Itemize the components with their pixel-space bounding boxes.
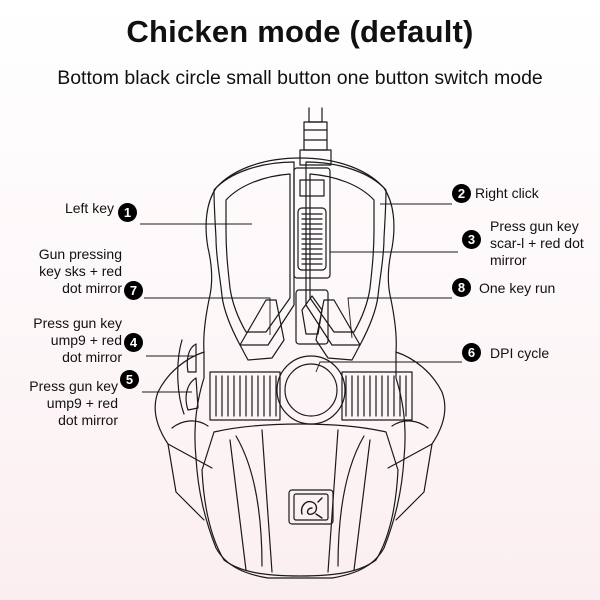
callout-badge-6: 6 — [462, 343, 481, 362]
leader-line-6 — [315, 361, 462, 373]
left-button-panel — [213, 161, 295, 346]
callout-badge-7: 7 — [124, 281, 143, 300]
callout-label-3: Press gun key scar-l + red dot mirror — [490, 218, 584, 268]
side-button-4 — [186, 343, 197, 373]
callout-badge-4: 4 — [124, 333, 143, 352]
leader-line-7 — [144, 297, 271, 335]
right-button-panel — [305, 161, 387, 346]
button-7 — [239, 299, 285, 361]
callout-label-4: Press gun key ump9 + red dot mirror — [33, 315, 122, 365]
mouse-body-outline — [194, 157, 406, 579]
callout-badge-2: 2 — [452, 184, 471, 203]
dragon-logo-icon — [288, 489, 334, 525]
callout-badge-5: 5 — [120, 370, 139, 389]
leader-line-8 — [347, 297, 452, 339]
callout-badge-1: 1 — [118, 203, 137, 222]
callout-label-6: DPI cycle — [490, 345, 550, 361]
dpi-button — [295, 289, 329, 345]
callout-label-1: Left key — [64, 200, 114, 216]
mouse-cable — [299, 107, 332, 166]
callout-badge-8: 8 — [452, 278, 471, 297]
callout-label-7: Gun pressing key sks + red dot mirror — [38, 246, 122, 296]
diagram-subtitle: Bottom black circle small button one but… — [57, 67, 543, 89]
right-wing — [387, 351, 446, 469]
side-button-5 — [185, 377, 199, 411]
callout-badge-3: 3 — [462, 230, 481, 249]
diagram-title: Chicken mode (default) — [126, 14, 474, 49]
callout-label-8: One key run — [479, 280, 556, 296]
right-side-grill — [341, 371, 413, 421]
scroll-wheel — [297, 207, 327, 271]
callout-label-2: Right click — [475, 185, 539, 201]
callout-label-5: Press gun key ump9 + red dot mirror — [29, 378, 118, 428]
palm-rest — [201, 423, 399, 577]
mode-switch-circle — [276, 355, 346, 425]
button-8 — [315, 299, 361, 361]
left-side-grill — [209, 371, 281, 421]
